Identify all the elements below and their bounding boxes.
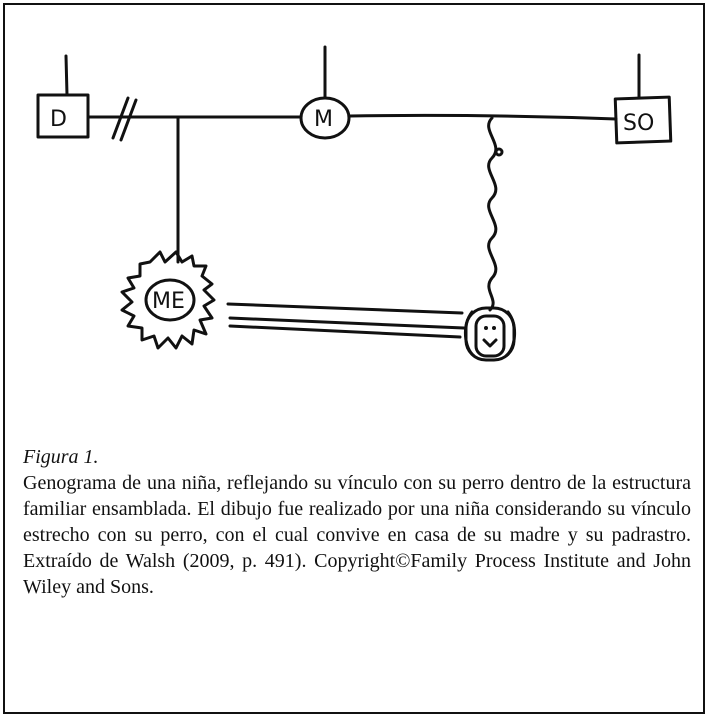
child-label: ME (152, 289, 185, 314)
stepfather-label: SO (623, 111, 654, 136)
child-node: ME (120, 250, 216, 350)
genogram-drawing: D M SO ME (36, 45, 673, 362)
figure-title: Figura 1. (23, 446, 99, 468)
dog-eye-left (484, 326, 488, 330)
close-bond-lines (226, 302, 466, 339)
dog-eye-right (492, 326, 496, 330)
figure-caption: Figura 1. Genograma de una niña, refleja… (23, 444, 691, 600)
father-label: D (50, 107, 67, 132)
father-node: D (36, 54, 90, 139)
curly-link (487, 116, 498, 312)
mother-label: M (314, 107, 333, 132)
divorce-marker (111, 96, 138, 142)
stepfather-node: SO (613, 53, 673, 145)
mother-node: M (299, 45, 351, 140)
curl-mark (494, 147, 504, 157)
partnership-line-right (348, 113, 618, 121)
figure-description: Genograma de una niña, reflejando su vín… (23, 472, 691, 598)
dog-node (464, 306, 516, 362)
